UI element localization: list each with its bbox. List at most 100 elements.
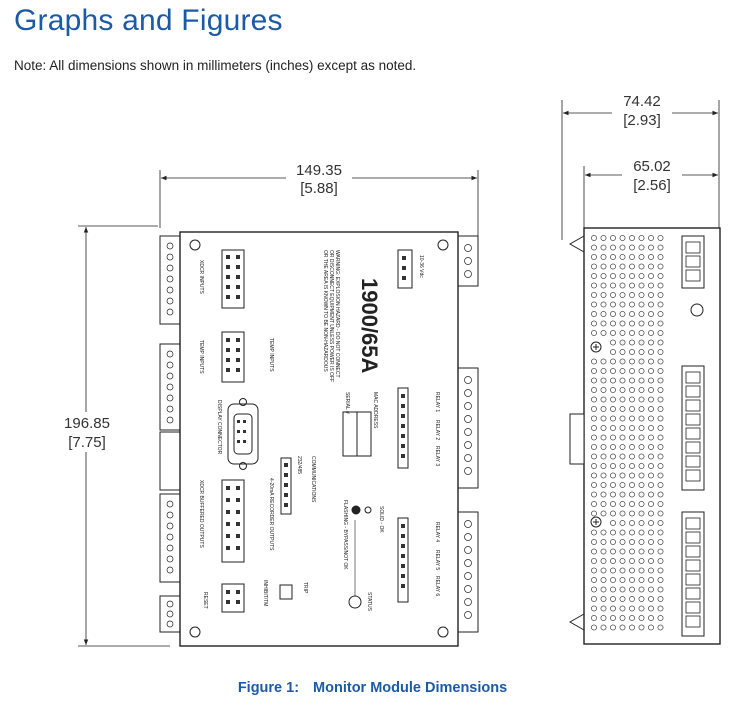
vent-hole	[610, 235, 616, 241]
inhibit-label: INHIBIT/TM	[262, 580, 268, 606]
vent-hole	[657, 330, 664, 336]
vent-hole	[591, 415, 597, 422]
relay-1-label: RELAY 1	[434, 392, 440, 412]
vent-hole	[600, 415, 607, 422]
vent-hole	[619, 349, 626, 355]
vent-hole	[600, 358, 607, 365]
vent-hole	[648, 482, 654, 488]
vent-hole	[629, 254, 635, 260]
vent-hole	[619, 406, 626, 412]
vent-hole	[610, 396, 616, 403]
relay-5-label: RELAY 5	[434, 550, 440, 570]
vent-hole	[629, 377, 635, 384]
vent-hole	[648, 368, 654, 374]
vent-hole	[629, 444, 635, 450]
vent-hole	[638, 615, 645, 621]
caption-text: Monitor Module Dimensions	[313, 680, 508, 696]
trip-label: TRIP	[302, 582, 308, 594]
vent-hole	[591, 396, 597, 403]
vent-hole	[629, 529, 635, 536]
vent-hole	[657, 501, 664, 507]
vent-hole	[629, 406, 635, 412]
relay-3-label: RELAY 3	[434, 446, 440, 466]
vent-hole	[619, 339, 626, 346]
serial-label: SERIAL #	[344, 392, 350, 414]
vent-hole	[600, 425, 607, 431]
vent-hole	[629, 539, 635, 545]
vent-hole	[648, 444, 654, 450]
vent-hole	[610, 596, 616, 602]
vent-hole	[591, 558, 597, 564]
vent-hole	[638, 368, 645, 374]
vent-hole	[638, 510, 645, 517]
vent-hole	[657, 605, 664, 612]
vent-hole	[648, 273, 654, 279]
vent-hole	[638, 263, 645, 270]
vent-hole	[600, 491, 607, 498]
vent-hole	[648, 387, 654, 393]
vent-hole	[619, 615, 626, 621]
vent-hole	[591, 596, 597, 602]
vent-hole	[610, 311, 616, 317]
vent-hole	[591, 235, 597, 241]
vent-hole	[629, 605, 635, 612]
vent-hole	[638, 377, 645, 384]
height-in-label: [7.75]	[68, 434, 106, 451]
vent-hole	[591, 406, 597, 412]
vent-hole	[638, 605, 645, 612]
vent-hole	[591, 567, 597, 574]
vent-hole	[657, 615, 664, 621]
vent-hole	[648, 548, 654, 555]
mac-address-label: MAC ADDRESS	[372, 392, 378, 429]
vent-hole	[657, 596, 664, 602]
vent-hole	[638, 529, 645, 536]
flashing-label: FLASHING - BYPASS/NOT OK	[342, 500, 348, 570]
front-width-dimension	[159, 170, 479, 236]
vent-hole	[638, 520, 645, 526]
vent-hole	[648, 330, 654, 336]
vent-hole	[648, 263, 654, 270]
vent-hole	[600, 330, 607, 336]
vent-hole	[610, 520, 616, 526]
vent-hole	[619, 624, 626, 631]
vent-hole	[600, 377, 607, 384]
vent-hole	[657, 311, 664, 317]
vent-hole	[600, 406, 607, 412]
vent-hole	[610, 415, 616, 422]
vent-hole	[629, 273, 635, 279]
vent-hole	[629, 396, 635, 403]
vent-hole	[638, 254, 645, 260]
vent-hole	[638, 387, 645, 393]
vent-hole	[629, 349, 635, 355]
vent-hole	[610, 292, 616, 298]
vent-hole	[638, 434, 645, 441]
vent-hole	[591, 453, 597, 460]
vent-hole	[629, 292, 635, 298]
vent-hole	[591, 425, 597, 431]
vent-hole	[619, 586, 626, 593]
vent-hole	[600, 596, 607, 602]
vent-hole	[619, 244, 626, 251]
vent-hole	[600, 577, 607, 583]
vent-hole	[600, 254, 607, 260]
vent-hole	[629, 586, 635, 593]
vent-hole	[638, 282, 645, 289]
vent-hole	[610, 491, 616, 498]
vent-hole	[657, 434, 664, 441]
front-view	[159, 231, 479, 647]
vent-hole	[591, 387, 597, 393]
vent-hole	[610, 605, 616, 612]
model-label: 1900/65A	[357, 278, 382, 374]
vent-hole	[600, 586, 607, 593]
vent-hole	[648, 491, 654, 498]
vent-hole	[591, 482, 597, 488]
vent-hole	[629, 387, 635, 393]
vent-hole	[638, 425, 645, 431]
vent-hole	[657, 292, 664, 298]
vent-hole	[648, 377, 654, 384]
vent-hole	[619, 453, 626, 460]
vent-hole	[638, 463, 645, 469]
vent-hole	[619, 444, 626, 450]
vent-hole	[648, 349, 654, 355]
vent-hole	[610, 434, 616, 441]
